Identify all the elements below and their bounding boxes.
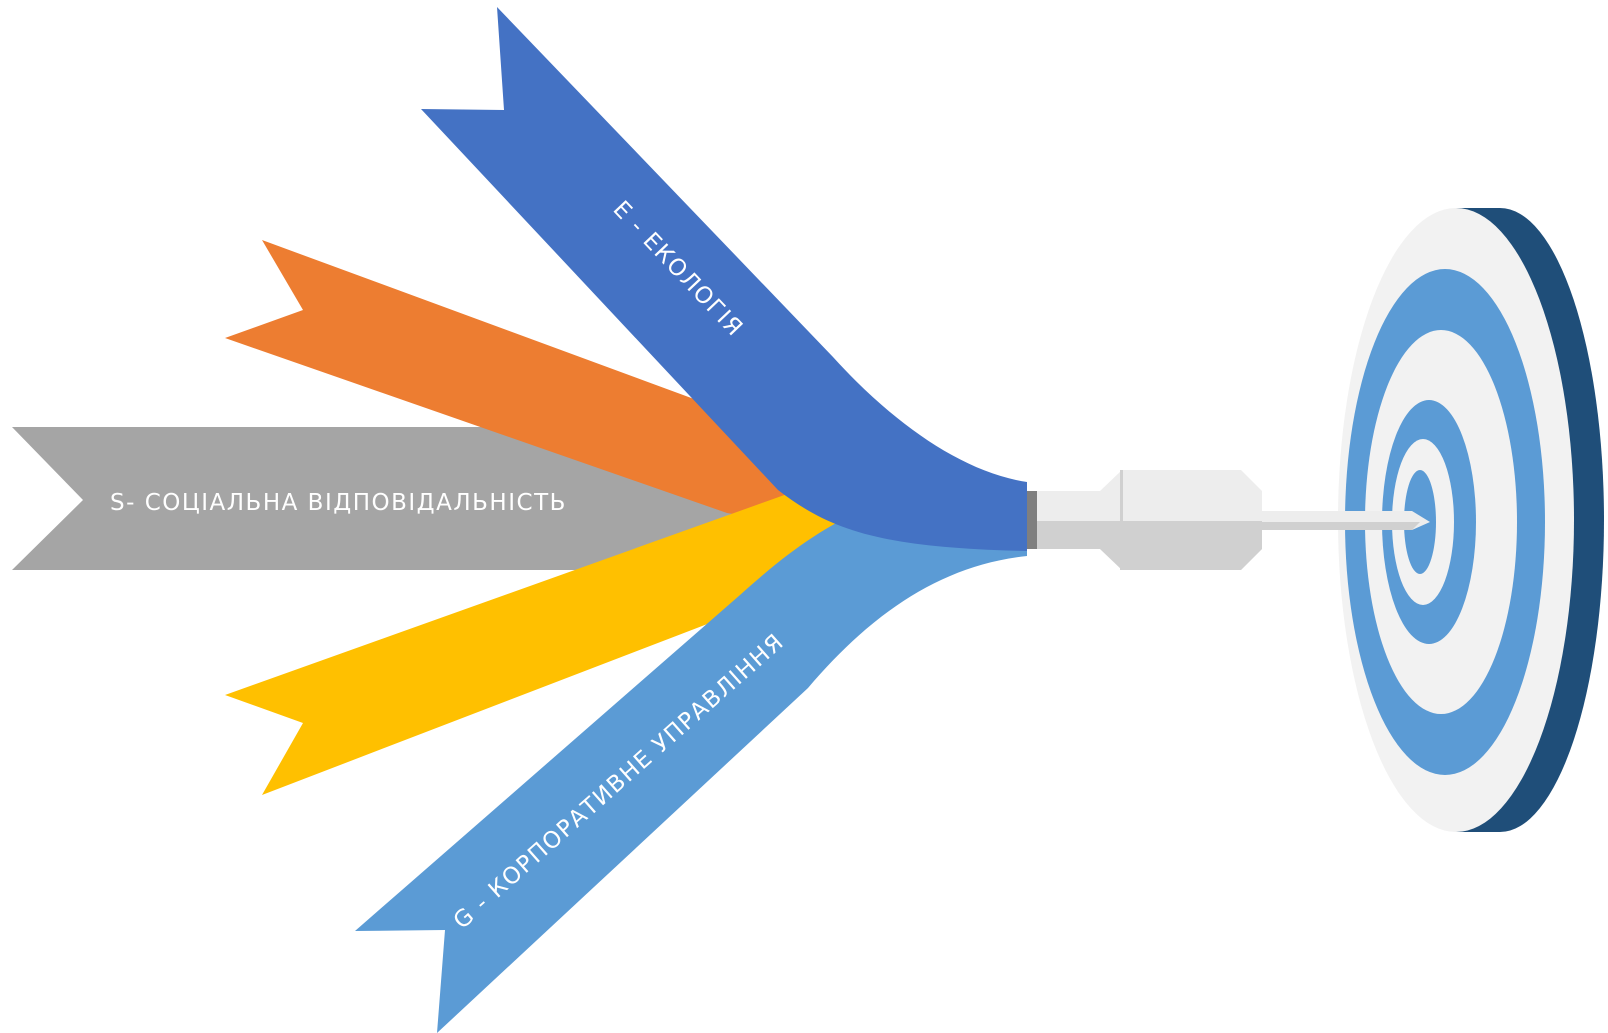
dart <box>1027 470 1430 570</box>
target <box>1338 208 1604 832</box>
ribbon-governance <box>355 508 1027 1033</box>
dart-barrel-groove <box>1120 470 1123 570</box>
ribbon-social-label: S- СОЦІАЛЬНА ВІДПОВІДАЛЬНІСТЬ <box>110 490 567 516</box>
dart-barrel-shadow <box>1100 521 1262 570</box>
ribbon-orange <box>225 240 838 532</box>
dart-ring <box>1027 491 1037 549</box>
dart-needle-shadow <box>1262 522 1420 530</box>
ribbon-environmental <box>421 7 1027 551</box>
dart-shaft-shadow <box>1037 521 1100 549</box>
ribbon-yellow <box>225 483 872 795</box>
ribbons <box>12 7 1027 1033</box>
